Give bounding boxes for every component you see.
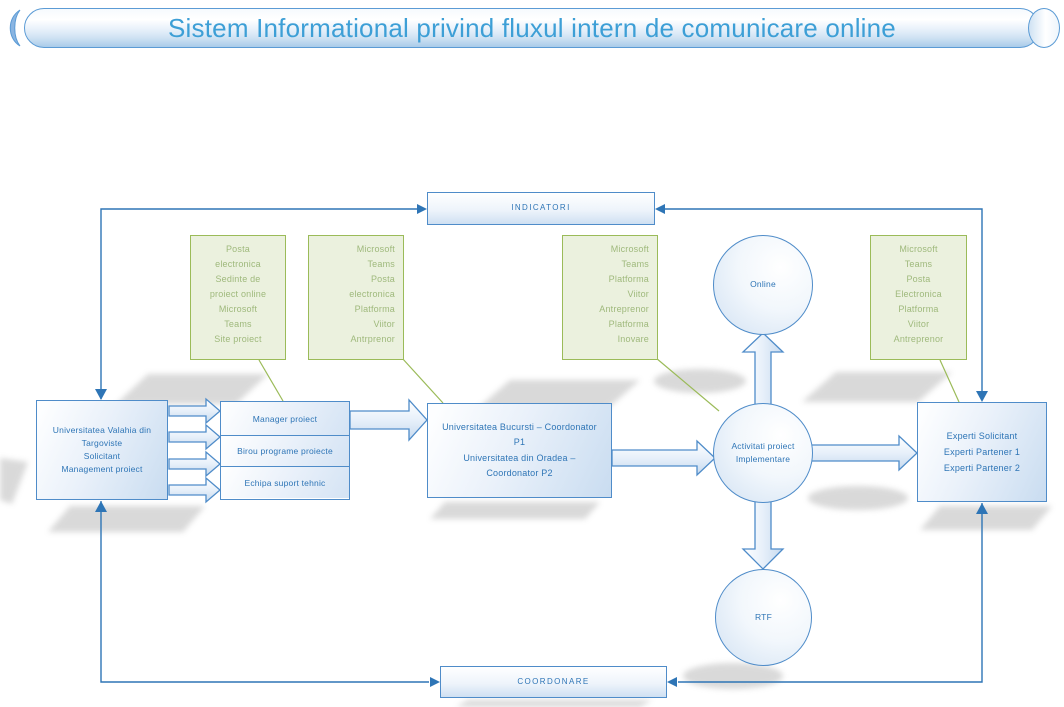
block-arrow-to-birou — [168, 423, 221, 451]
leader-note-1 — [258, 359, 284, 402]
green-note-1-text: Posta electronica Sedinte de proiect onl… — [209, 244, 267, 344]
leader-note-2 — [401, 357, 444, 404]
arrowhead-icon — [95, 501, 107, 512]
green-note-2-text: Microsoft Teams Posta electronica Platfo… — [349, 244, 395, 344]
node-online: Online — [713, 235, 813, 335]
node-team-stack: Manager proiect Birou programe proiecte … — [220, 401, 350, 500]
coordonare-box: COORDONARE — [440, 666, 667, 698]
banner-left-cap-icon — [9, 9, 21, 47]
node-echipa-suport-text: Echipa suport tehnic — [244, 477, 326, 488]
connector-solicitant-coordonare — [100, 501, 429, 683]
node-activitati-proiect-text: Activitati proiect Implementare — [731, 440, 795, 464]
node-echipa-suport: Echipa suport tehnic — [221, 466, 349, 498]
diagram-title-banner: Sistem Informational privind fluxul inte… — [24, 8, 1040, 48]
arrowhead-icon — [417, 204, 427, 214]
block-arrow-activitati-to-rtf — [741, 499, 785, 570]
node-coordonatori: Universitatea Bucursti – Coordonator P1 … — [427, 403, 612, 498]
block-arrows — [168, 332, 918, 570]
arrowhead-icon — [655, 204, 665, 214]
page-title: Sistem Informational privind fluxul inte… — [168, 12, 896, 43]
note-leader-lines — [258, 357, 960, 412]
leader-note-4 — [939, 359, 960, 403]
node-birou-programe: Birou programe proiecte — [221, 435, 349, 466]
node-experti-text: Experti Solicitant Experti Partener 1 Ex… — [943, 430, 1021, 474]
block-arrow-stack-to-coordonatori — [349, 398, 428, 442]
green-note-3-text: Microsoft Teams Platforma Viitor Antrepr… — [599, 244, 649, 344]
green-note-4-text: Microsoft Teams Posta Electronica Platfo… — [893, 244, 944, 344]
green-note-1: Posta electronica Sedinte de proiect onl… — [190, 235, 286, 360]
node-rtf-text: RTF — [755, 611, 772, 622]
connector-experti-coordonare — [678, 503, 983, 683]
arrowhead-icon — [976, 391, 988, 402]
block-arrow-to-stack — [168, 476, 221, 504]
coordonare-label: COORDONARE — [517, 676, 590, 686]
node-manager-proiect: Manager proiect — [221, 402, 349, 435]
feedback-connectors — [100, 208, 983, 683]
banner-end-cap — [1028, 8, 1060, 48]
node-online-text: Online — [750, 279, 776, 290]
green-note-2: Microsoft Teams Posta electronica Platfo… — [308, 235, 404, 360]
node-rtf: RTF — [715, 569, 812, 666]
block-arrow-activitati-to-experti — [809, 434, 918, 472]
arrowhead-icon — [976, 503, 988, 514]
shadow-group — [0, 369, 1052, 707]
node-birou-programe-text: Birou programe proiecte — [237, 446, 333, 456]
arrowhead-icon — [430, 677, 440, 687]
connector-arrowheads — [95, 204, 988, 687]
green-note-4: Microsoft Teams Posta Electronica Platfo… — [870, 235, 967, 360]
block-arrow-activitati-to-online — [741, 332, 785, 406]
block-arrow-coordonatori-to-activitati — [611, 439, 716, 477]
block-arrow-to-echipa — [168, 450, 221, 478]
node-experti: Experti Solicitant Experti Partener 1 Ex… — [917, 402, 1047, 502]
indicatori-label: INDICATORI — [511, 203, 571, 213]
node-universitatea-valahia: Universitatea Valahia din Targoviste Sol… — [36, 400, 168, 500]
green-note-3: Microsoft Teams Platforma Viitor Antrepr… — [562, 235, 658, 360]
arrowhead-icon — [667, 677, 677, 687]
block-arrow-to-manager — [168, 397, 221, 425]
node-universitatea-valahia-text: Universitatea Valahia din Targoviste Sol… — [52, 424, 152, 475]
leader-note-3 — [655, 357, 720, 412]
arrowhead-icon — [95, 389, 107, 400]
node-activitati-proiect: Activitati proiect Implementare — [713, 403, 813, 503]
node-coordonatori-text: Universitatea Bucursti – Coordonator P1 … — [442, 421, 597, 478]
indicatori-box: INDICATORI — [427, 192, 655, 225]
connector-experti-indicatori — [657, 208, 983, 399]
connector-solicitant-indicatori — [100, 208, 425, 399]
node-manager-proiect-text: Manager proiect — [252, 413, 318, 424]
